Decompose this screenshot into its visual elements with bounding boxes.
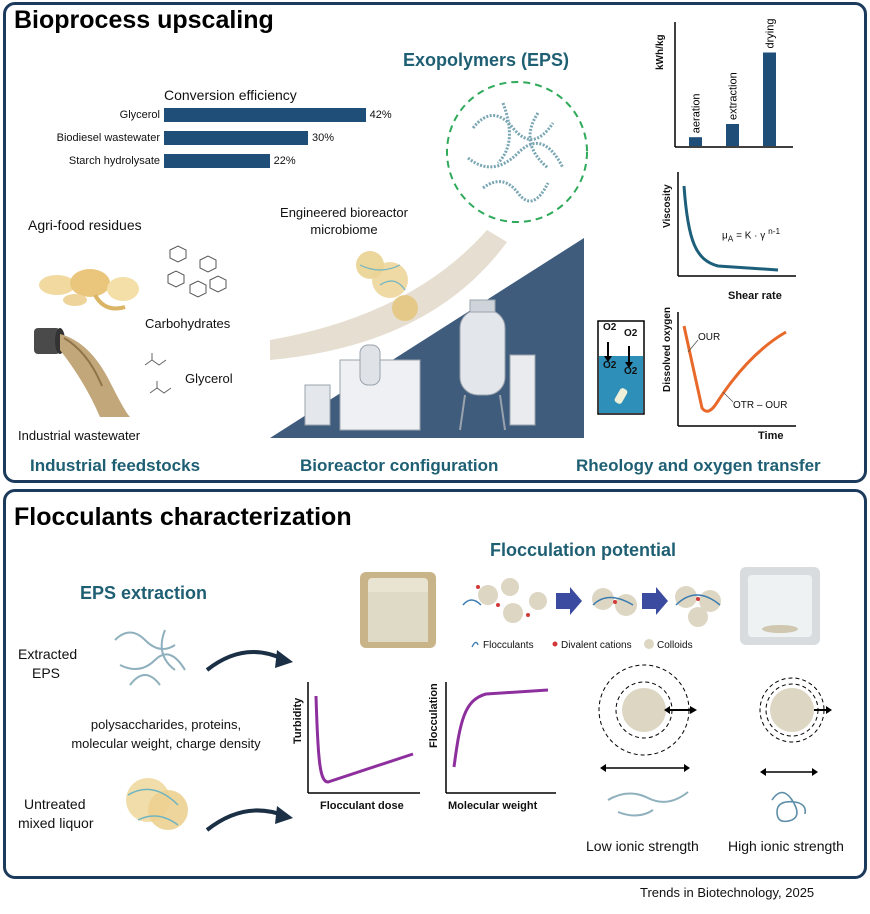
flocculation-mechanism-illustration <box>462 578 721 627</box>
extracted-eps-label: Extracted EPS <box>18 645 77 683</box>
low-ionic-strength-illustration <box>598 664 697 817</box>
turbidity-ylabel: Turbidity <box>292 697 304 744</box>
conversion-label-starch: Starch hydrolysate <box>68 155 160 167</box>
bioreactor-configuration-heading: Bioreactor configuration <box>300 456 499 475</box>
flocculation-xlabel: Molecular weight <box>448 800 538 812</box>
turbidity-curve <box>314 695 414 784</box>
bioreactor-label-line2: microbiome <box>310 222 378 237</box>
industrial-wastewater-label: Industrial wastewater <box>18 428 141 443</box>
conversion-chart-title: Conversion efficiency <box>164 87 297 103</box>
flocculants-title: Flocculants characterization <box>14 503 352 531</box>
oxygen-xlabel: Time <box>758 430 784 442</box>
viscosity-curve <box>682 185 779 272</box>
glycerol-molecule-icon <box>144 353 172 394</box>
mixed-liquor-floc-icon <box>126 778 188 830</box>
o2-label-3: O2 <box>603 360 617 371</box>
energy-label-drying: drying <box>765 19 777 49</box>
oxygen-curve <box>682 325 787 413</box>
conversion-value-biodiesel: 30% <box>312 132 335 144</box>
eq-mid: = K · γ <box>733 230 769 242</box>
o2-label-2: O2 <box>624 328 638 339</box>
flocculation-ylabel: Flocculation <box>428 683 440 748</box>
energy-bar-extraction <box>726 124 739 146</box>
conversion-bar-starch <box>164 154 270 168</box>
industrial-wastewater-illustration <box>34 328 130 417</box>
viscosity-ylabel: Viscosity <box>662 184 673 228</box>
low-ionic-strength-label: Low ionic strength <box>586 838 699 854</box>
eq-base: μ <box>722 230 728 242</box>
o2-label-4: O2 <box>624 366 638 377</box>
high-ionic-strength-illustration <box>759 677 832 823</box>
carbohydrates-label: Carbohydrates <box>145 316 231 331</box>
oxygen-transfer-chart <box>677 312 796 427</box>
viscosity-equation: μA = K · γ n-1 <box>722 226 780 243</box>
carbohydrate-molecules-icon <box>167 245 227 298</box>
eps-properties-text: polysaccharides, proteins, molecular wei… <box>66 715 266 753</box>
flocculants-legend-icon <box>471 641 479 648</box>
o2-label-1: O2 <box>603 322 617 333</box>
oxygen-ylabel: Dissolved oxygen <box>662 306 673 392</box>
clear-beaker-photo <box>740 567 820 645</box>
eq-sup: n-1 <box>768 226 781 236</box>
industrial-feedstocks-heading: Industrial feedstocks <box>30 456 201 475</box>
microbiome-floc-icon <box>356 251 418 321</box>
flocculation-curve <box>452 688 549 768</box>
bioreactor-label-line1: Engineered bioreactor <box>280 205 408 220</box>
citation: Trends in Biotechnology, 2025 <box>640 885 815 900</box>
energy-bar-chart: aeration extraction drying <box>674 19 793 148</box>
flocculation-chart <box>445 682 556 794</box>
eps-properties-line1: polysaccharides, proteins, <box>90 717 242 732</box>
untreated-liquor-label: Untreated mixed liquor <box>18 795 93 833</box>
bioreactor-equipment-illustration <box>304 299 536 431</box>
energy-bar-drying <box>763 52 776 146</box>
otr-our-label: OTR – OUR <box>733 400 788 411</box>
conversion-value-starch: 22% <box>273 155 296 167</box>
oxygen-tank-icon <box>597 320 645 415</box>
arrow-liquor-to-charts <box>205 806 293 832</box>
bioprocess-title: Bioprocess upscaling <box>14 6 274 34</box>
agri-food-label: Agri-food residues <box>28 217 142 233</box>
extracted-eps-polymer-icon <box>114 629 186 686</box>
legend-colloids: Colloids <box>657 640 693 651</box>
eps-title: Exopolymers (EPS) <box>403 50 570 70</box>
eq-sub: A <box>727 233 734 244</box>
extracted-eps-line2: EPS <box>32 665 61 681</box>
high-ionic-strength-label: High ionic strength <box>728 838 844 854</box>
untreated-line2: mixed liquor <box>18 815 94 831</box>
turbidity-xlabel: Flocculant dose <box>320 800 404 812</box>
our-label: OUR <box>698 332 721 343</box>
flocculation-potential-heading: Flocculation potential <box>490 540 677 560</box>
arrow-eps-to-charts <box>205 650 293 672</box>
conversion-bar-glycerol <box>164 108 366 122</box>
legend-flocculants: Flocculants <box>483 640 534 651</box>
turbidity-chart <box>307 682 420 794</box>
energy-label-extraction: extraction <box>728 72 740 120</box>
colloids-legend-icon <box>644 639 654 649</box>
rheology-oxygen-heading: Rheology and oxygen transfer <box>576 456 821 475</box>
conversion-value-glycerol: 42% <box>369 109 392 121</box>
cations-legend-icon <box>552 641 558 647</box>
energy-chart-ylabel: kWh/kg <box>655 34 666 70</box>
viscosity-xlabel: Shear rate <box>728 290 782 302</box>
legend-cations: Divalent cations <box>561 640 632 651</box>
bioreactor-microbiome-label: Engineered bioreactor microbiome <box>274 204 414 238</box>
energy-label-aeration: aeration <box>691 93 703 133</box>
conversion-bar-biodiesel <box>164 131 308 145</box>
untreated-line1: Untreated <box>24 796 86 812</box>
eps-polymer-circle <box>446 81 588 223</box>
agri-food-residues-illustration <box>39 269 139 311</box>
conversion-label-biodiesel: Biodiesel wastewater <box>56 132 160 144</box>
energy-bar-aeration <box>689 137 702 146</box>
conversion-label-glycerol: Glycerol <box>119 109 160 121</box>
turbid-beaker-photo <box>360 572 436 648</box>
viscosity-curve-chart <box>677 172 796 277</box>
eps-extraction-heading: EPS extraction <box>80 583 208 603</box>
glycerol-feedstock-label: Glycerol <box>185 371 233 386</box>
extracted-eps-line1: Extracted <box>18 646 78 662</box>
eps-properties-line2: molecular weight, charge density <box>71 736 261 751</box>
